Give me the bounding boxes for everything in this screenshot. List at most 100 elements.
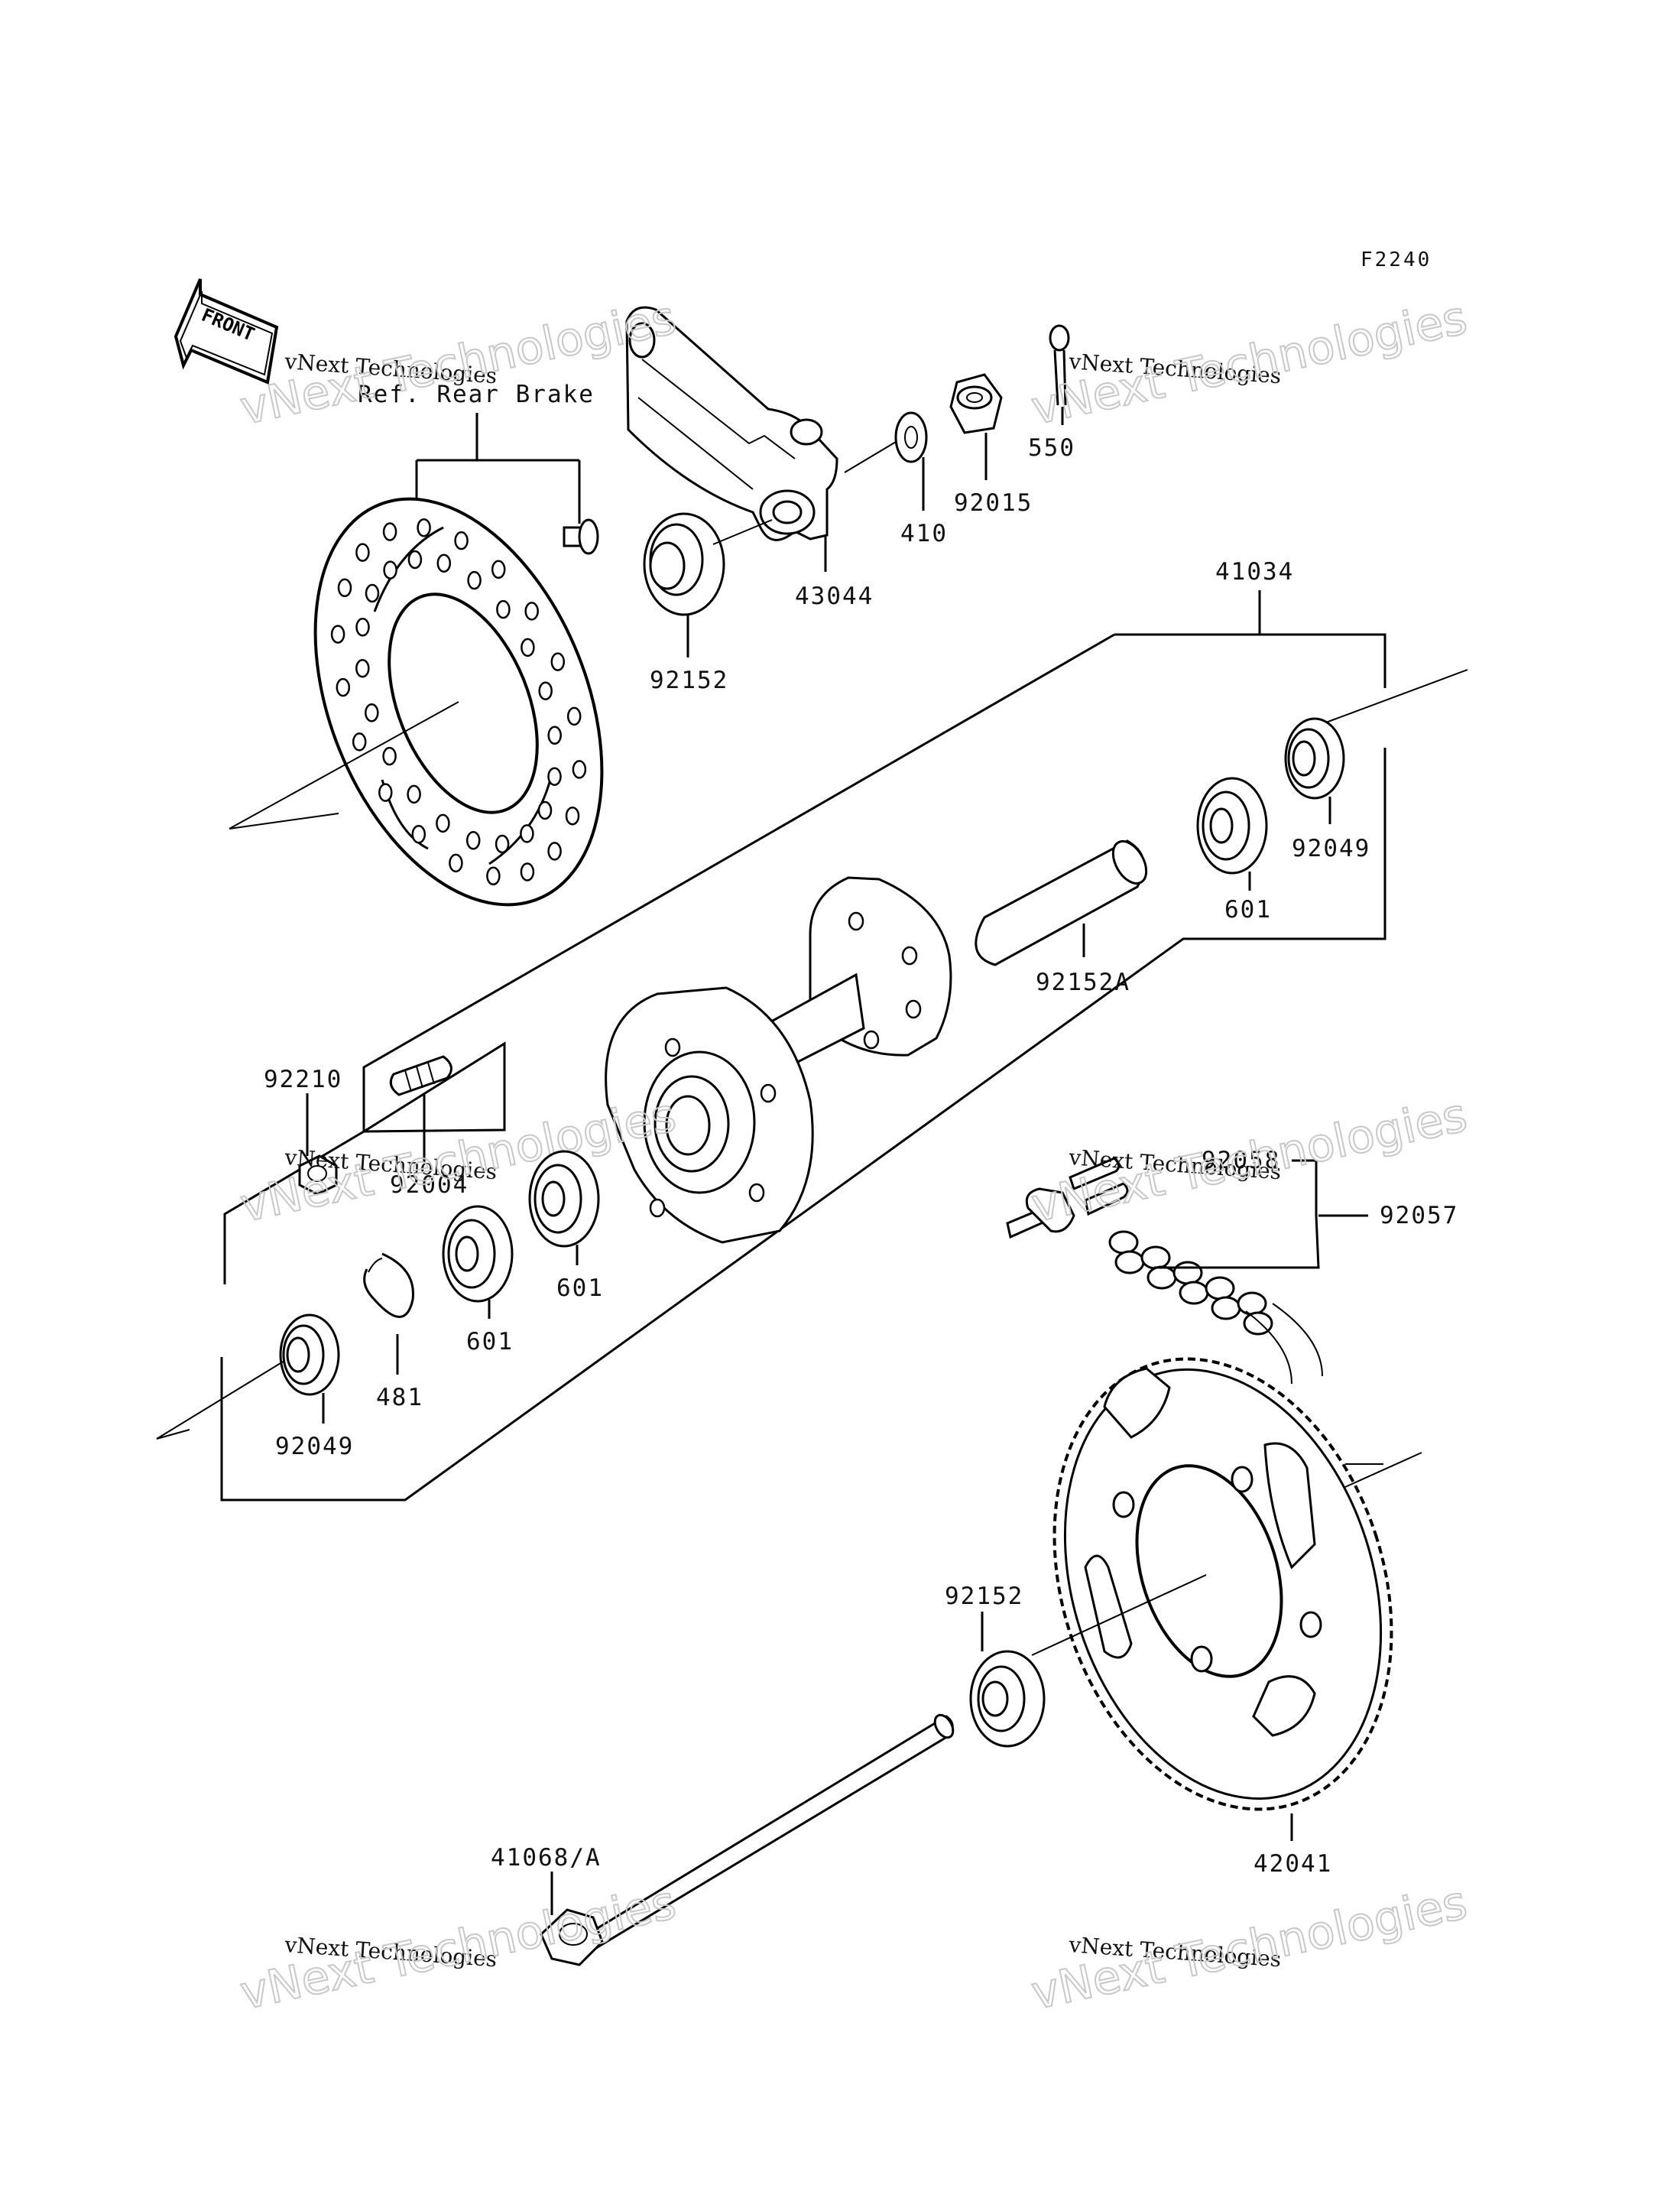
disc-hole — [521, 638, 535, 657]
chain-link — [1211, 1296, 1241, 1320]
disc-hole — [454, 531, 469, 550]
disc-hole — [352, 732, 367, 752]
front-arrow-icon: FRONT — [174, 278, 279, 385]
disc-hole — [520, 824, 534, 843]
label-410: 410 — [900, 520, 948, 547]
cotter-pin-550-part — [1049, 324, 1070, 406]
disc-hole — [449, 853, 463, 873]
label-41034: 41034 — [1215, 558, 1294, 586]
stud-92004-part — [389, 1055, 452, 1096]
label-92152A: 92152A — [1036, 969, 1130, 996]
label-601-a: 601 — [556, 1274, 604, 1302]
nut-92015-part — [949, 373, 1003, 434]
disc-hole — [436, 554, 452, 573]
hub-hole — [863, 1030, 880, 1050]
hub-hole — [649, 1198, 666, 1218]
washer-410-part — [894, 411, 928, 463]
sprocket-42041-part — [1052, 1357, 1393, 1811]
disc-hole — [336, 677, 351, 697]
spacer-tube-92152A-part — [975, 839, 1148, 966]
hub-hole — [760, 1083, 777, 1103]
diagram-code: F2240 — [1361, 248, 1432, 271]
chain-link — [1243, 1311, 1273, 1336]
hub-hole — [748, 1183, 765, 1203]
chain-link — [1140, 1245, 1171, 1270]
disc-hole — [496, 599, 511, 619]
caliper-bracket-part — [625, 306, 838, 541]
collar-92152-top-part — [643, 512, 725, 616]
label-92057: 92057 — [1380, 1202, 1458, 1229]
label-601-right: 601 — [1224, 896, 1272, 924]
nut-92210-part — [298, 1154, 338, 1196]
disc-hole — [337, 578, 352, 598]
bearing-601-a-part — [528, 1150, 600, 1248]
disc-hole — [547, 726, 562, 745]
disc-hole — [382, 746, 397, 766]
chain-link — [1179, 1281, 1209, 1305]
seal-92049-right-part — [1284, 717, 1345, 800]
disc-bolt-part — [563, 518, 599, 555]
label-481: 481 — [376, 1384, 423, 1411]
disc-hole — [547, 842, 562, 861]
label-92210: 92210 — [264, 1066, 342, 1093]
chain-joint-part — [1006, 1157, 1129, 1239]
disc-hole — [417, 518, 431, 537]
chain-link — [1205, 1276, 1235, 1300]
circlip-481-part — [363, 1252, 414, 1318]
disc-hole — [491, 560, 506, 580]
disc-hole — [467, 570, 482, 590]
disc-hole — [550, 652, 566, 671]
label-92152-bottom: 92152 — [945, 1583, 1023, 1610]
hub-hole — [905, 999, 922, 1019]
disc-hole — [538, 681, 553, 700]
chain-link — [1172, 1261, 1203, 1285]
hub-hole — [848, 911, 864, 931]
chain-link — [1237, 1291, 1267, 1316]
label-92004: 92004 — [390, 1171, 469, 1199]
label-92058: 92058 — [1202, 1147, 1280, 1174]
disc-hole — [537, 800, 553, 820]
ref-rear-brake-label: Ref. Rear Brake — [358, 381, 595, 408]
disc-hole — [383, 560, 397, 580]
disc-hole — [495, 834, 510, 854]
chain-link — [1108, 1230, 1139, 1255]
disc-hole — [411, 824, 426, 844]
label-42041: 42041 — [1254, 1850, 1332, 1878]
hub-hole — [901, 946, 918, 966]
disc-hole — [355, 543, 370, 562]
label-41068: 41068/A — [491, 1844, 602, 1872]
disc-hole — [565, 806, 580, 826]
disc-hole — [436, 813, 450, 833]
label-550: 550 — [1028, 434, 1075, 462]
disc-hole — [355, 618, 370, 637]
disc-hole — [365, 703, 379, 722]
disc-hole — [572, 760, 587, 779]
label-92015: 92015 — [954, 489, 1033, 517]
disc-hole — [382, 522, 397, 541]
chain-link — [1114, 1250, 1145, 1274]
bearing-601-right-part — [1196, 777, 1268, 875]
disc-hole — [547, 767, 562, 786]
label-92049-left: 92049 — [275, 1433, 354, 1460]
disc-hole — [378, 783, 393, 802]
disc-hole — [566, 706, 582, 726]
disc-hole — [407, 784, 421, 804]
disc-hole — [524, 602, 539, 621]
bearing-601-b-part — [442, 1205, 514, 1303]
disc-hole — [407, 550, 423, 570]
disc-hole — [486, 866, 501, 886]
disc-hole — [355, 658, 370, 678]
label-92049-right: 92049 — [1292, 835, 1370, 862]
chain-link — [1146, 1265, 1177, 1290]
axle-41068-part — [540, 1713, 955, 1966]
label-43044: 43044 — [795, 583, 874, 610]
disc-hole — [365, 583, 380, 603]
label-92152-top: 92152 — [650, 667, 728, 694]
wheel-hub-part — [605, 876, 952, 1244]
collar-92152-bottom-part — [969, 1650, 1046, 1748]
hub-hole — [664, 1037, 681, 1057]
disc-hole — [330, 625, 345, 644]
label-601-b: 601 — [466, 1328, 514, 1355]
disc-hole — [520, 862, 535, 881]
